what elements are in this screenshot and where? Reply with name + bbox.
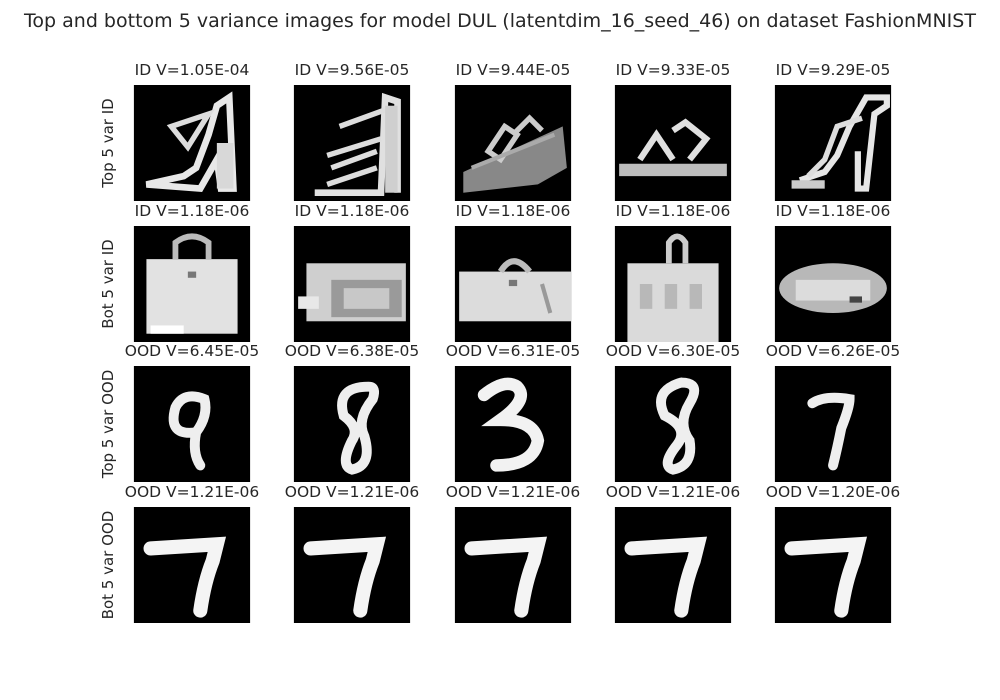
thumbnail-sandal-heel-2 (775, 85, 891, 201)
subplot-title: OOD V=1.21E-06 (445, 483, 581, 501)
thumbnail-digit-7 (775, 366, 891, 482)
thumbnail-bag-tote (615, 226, 731, 342)
subplot-title: ID V=1.18E-06 (615, 202, 731, 220)
subplot-title: OOD V=1.21E-06 (124, 483, 260, 501)
row-label: Bot 5 var OOD (99, 510, 117, 620)
subplot-title: ID V=1.18E-06 (134, 202, 250, 220)
subplot-title: OOD V=6.38E-05 (284, 342, 420, 360)
row-label: Top 5 var ID (99, 98, 117, 188)
thumbnail-bag-clutch (294, 226, 410, 342)
subplot-title: ID V=9.33E-05 (615, 61, 731, 79)
thumbnail-digit-7-block (134, 507, 250, 623)
subplot-title: ID V=1.05E-04 (134, 61, 250, 79)
thumbnail-sandal-strappy (294, 85, 410, 201)
thumbnail-digit-7-block (455, 507, 571, 623)
thumbnail-digit-7-block (294, 507, 410, 623)
subplot-title: ID V=9.29E-05 (775, 61, 891, 79)
figure-title: Top and bottom 5 variance images for mod… (24, 10, 976, 32)
thumbnail-digit-8b (615, 366, 731, 482)
subplot-title: OOD V=1.21E-06 (605, 483, 741, 501)
subplot-title: OOD V=6.45E-05 (124, 342, 260, 360)
thumbnail-digit-7-block (615, 507, 731, 623)
thumbnail-digit-7-block (775, 507, 891, 623)
thumbnail-bag-duffel (455, 226, 571, 342)
thumbnail-digit-9 (134, 366, 250, 482)
subplot-title: OOD V=6.26E-05 (765, 342, 901, 360)
thumbnail-digit-8 (294, 366, 410, 482)
subplot-title: ID V=9.44E-05 (455, 61, 571, 79)
thumbnail-bag-flat (775, 226, 891, 342)
subplot-title: ID V=1.18E-06 (455, 202, 571, 220)
row-label: Bot 5 var ID (99, 239, 117, 329)
row-label: Top 5 var OOD (99, 369, 117, 479)
thumbnail-sandal-heel (134, 85, 250, 201)
thumbnail-digit-3 (455, 366, 571, 482)
subplot-title: OOD V=6.31E-05 (445, 342, 581, 360)
subplot-title: ID V=1.18E-06 (294, 202, 410, 220)
subplot-title: OOD V=1.20E-06 (765, 483, 901, 501)
subplot-title: OOD V=1.21E-06 (284, 483, 420, 501)
subplot-title: OOD V=6.30E-05 (605, 342, 741, 360)
subplot-title: ID V=9.56E-05 (294, 61, 410, 79)
thumbnail-bag-handbag (134, 226, 250, 342)
subplot-title: ID V=1.18E-06 (775, 202, 891, 220)
thumbnail-sandal-flat (615, 85, 731, 201)
thumbnail-sandal-wedge (455, 85, 571, 201)
